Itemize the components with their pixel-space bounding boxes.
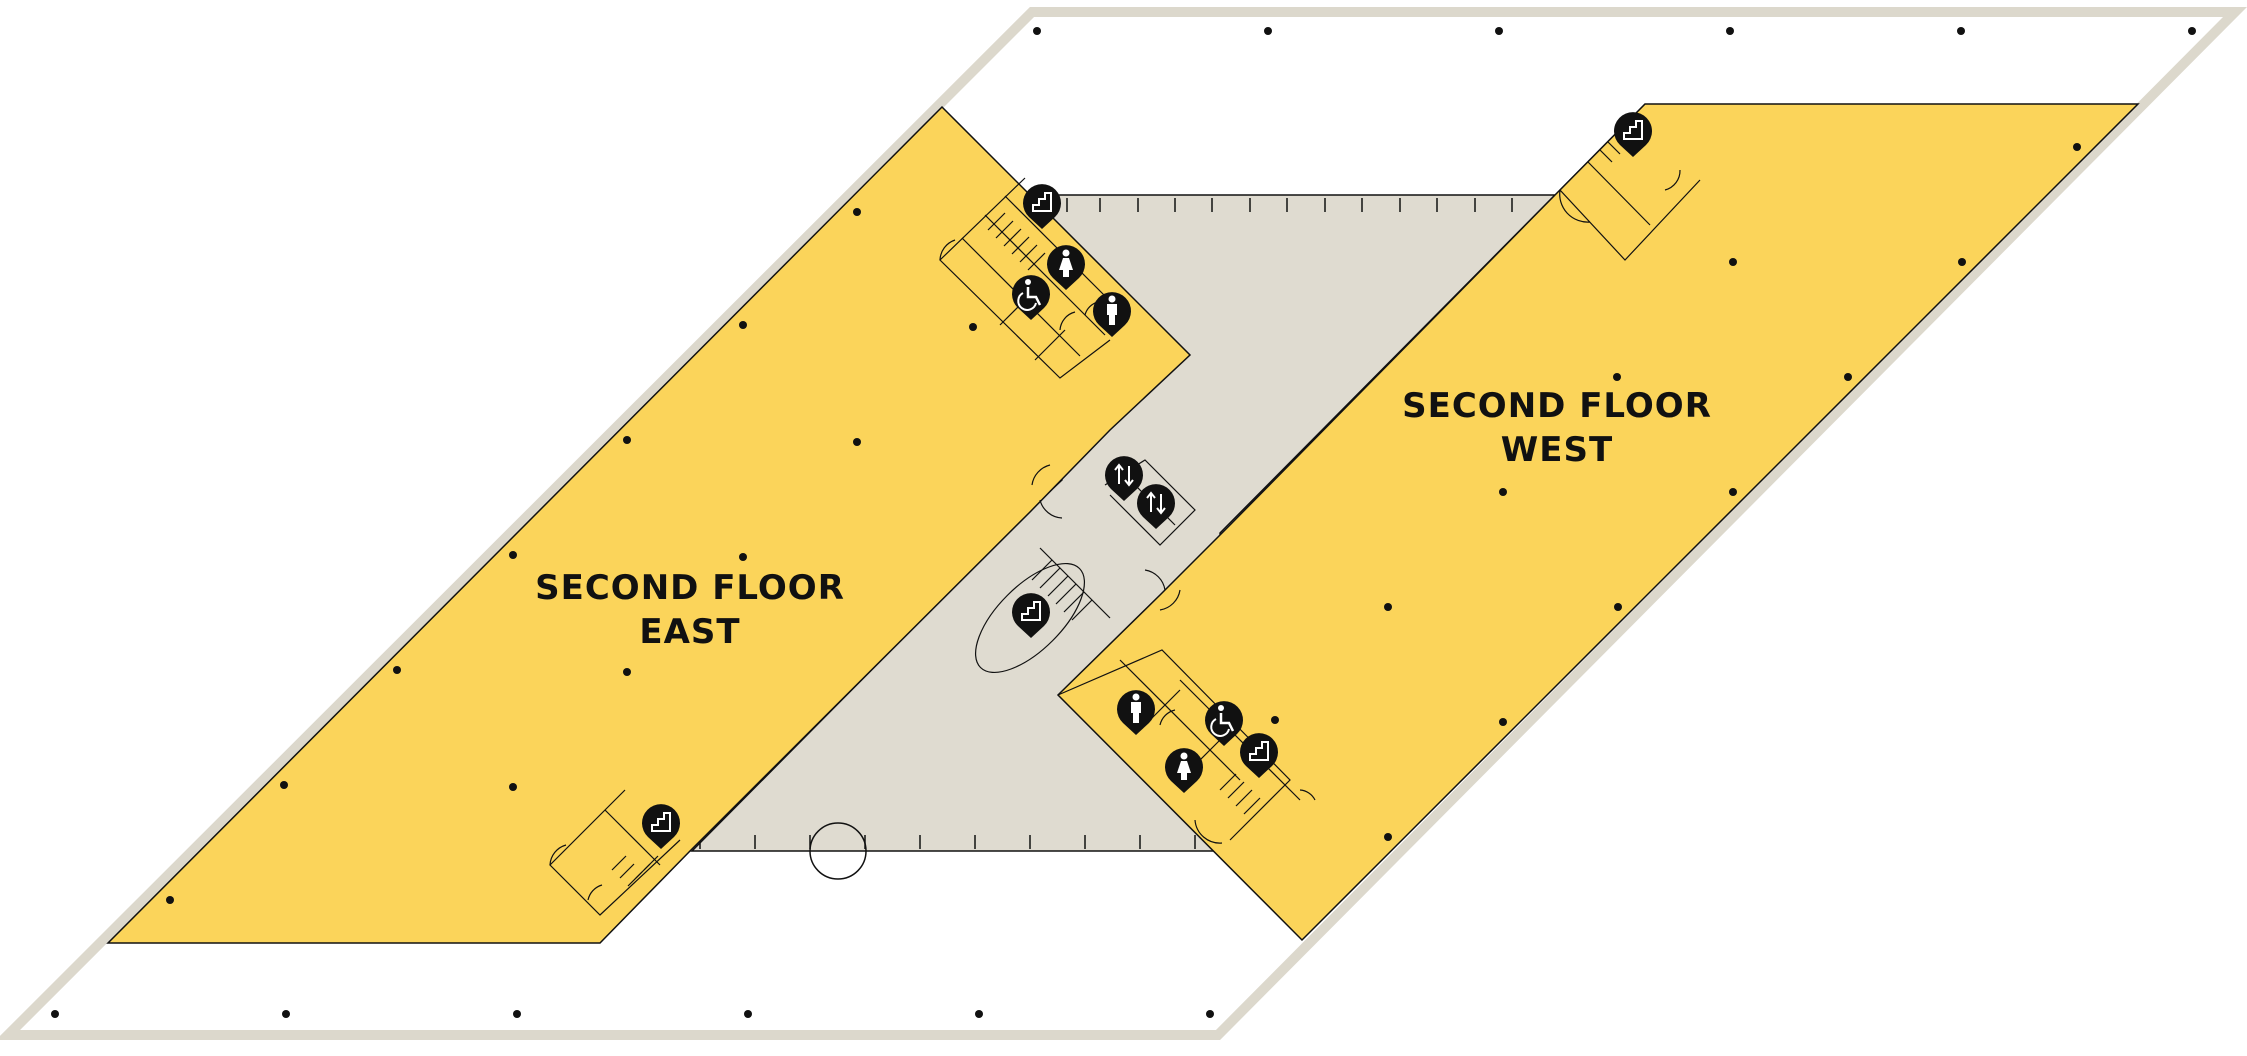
zone-east-line2: EAST (639, 612, 741, 652)
man-icon[interactable] (1117, 690, 1155, 735)
zone-west-area (1056, 103, 2140, 942)
man-icon[interactable] (1093, 292, 1131, 337)
east-core-rooms (939, 177, 1126, 379)
stairs-icon[interactable] (642, 804, 680, 849)
east-south-stairs (549, 789, 681, 916)
elevator-icon[interactable] (1137, 484, 1175, 529)
zone-label-west[interactable]: SECOND FLOOR WEST (1397, 384, 1717, 472)
elevator-icon[interactable] (1105, 456, 1143, 501)
woman-icon[interactable] (1165, 748, 1203, 793)
wheelchair-icon[interactable] (1205, 701, 1243, 746)
wheelchair-icon[interactable] (1012, 275, 1050, 320)
stairs-icon[interactable] (1240, 733, 1278, 778)
zone-east-area (106, 105, 1192, 944)
zone-west-line2: WEST (1500, 430, 1614, 470)
zone-west-line1: SECOND FLOOR (1402, 386, 1712, 426)
stairs-icon[interactable] (1012, 593, 1050, 638)
atrium-top-railing (1066, 198, 1513, 212)
woman-icon[interactable] (1047, 245, 1085, 290)
stairs-icon[interactable] (1614, 112, 1652, 157)
zone-label-east[interactable]: SECOND FLOOR EAST (530, 566, 850, 654)
column-grid (51, 27, 2196, 1018)
stairs-icon[interactable] (1023, 184, 1061, 229)
atrium-round-column (809, 822, 867, 880)
zone-east-line1: SECOND FLOOR (535, 568, 845, 608)
